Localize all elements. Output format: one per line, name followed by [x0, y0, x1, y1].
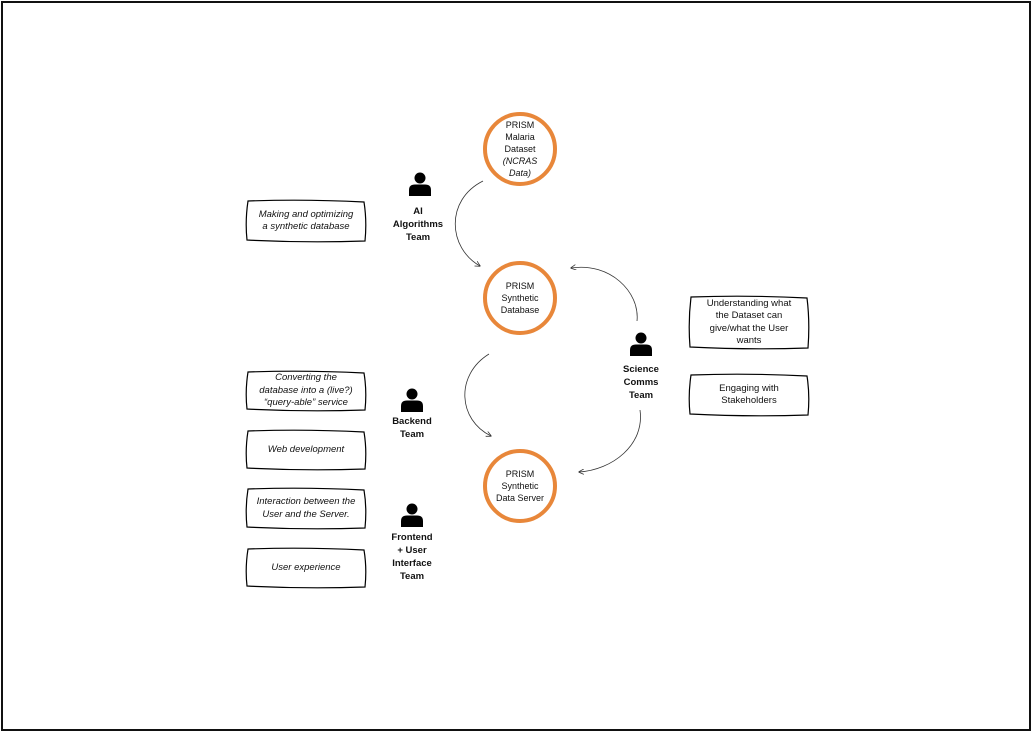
node-text-line: Synthetic	[501, 293, 539, 303]
task-text-line: Web development	[267, 443, 345, 455]
node-text-line: Data)	[508, 168, 531, 178]
task-box-backend-service: Converting the database into a (live?) “…	[245, 370, 367, 412]
team-label-line: Science	[623, 364, 659, 375]
task-box-understanding-dataset: Understanding what the Dataset can give/…	[688, 295, 810, 350]
team-label-line: Backend	[392, 416, 432, 427]
node-text-line: PRISM	[505, 281, 535, 291]
team-label-line: AI	[413, 206, 423, 217]
person-icon	[401, 503, 423, 527]
task-box-user-server-interaction: Interaction between the User and the Ser…	[245, 487, 367, 530]
task-box-engaging-stakeholders: Engaging with Stakeholders	[688, 373, 810, 417]
task-text-line: Engaging with	[719, 382, 779, 394]
task-text-line: give/what the User	[709, 322, 789, 334]
node-text-line: PRISM	[505, 469, 535, 479]
arrow-scicomms-to-server	[579, 409, 641, 472]
team-label-line: Comms	[623, 377, 659, 388]
task-box-user-experience: User experience	[245, 547, 367, 589]
task-text-line: a synthetic database	[262, 221, 350, 232]
arrow-dataset-to-database	[454, 180, 484, 266]
team-label-ai-algorithms: AI Algorithms Team	[383, 205, 453, 244]
task-text-line: Stakeholders	[721, 395, 777, 406]
team-label-line: Frontend	[391, 532, 433, 543]
node-text-line: Dataset	[504, 144, 536, 154]
task-box-ai: Making and optimizing a synthetic databa…	[245, 199, 367, 243]
task-text-line: “query-able” service	[264, 397, 348, 409]
task-text-line: Understanding what	[706, 297, 792, 309]
team-label-science-comms: Science Comms Team	[606, 363, 676, 402]
task-text-line: Converting the	[275, 372, 337, 384]
person-icon	[409, 172, 431, 196]
task-text-line: Interaction between the	[256, 496, 356, 507]
person-icon	[401, 388, 423, 412]
team-label-line: Team	[405, 232, 431, 243]
node-text-line: PRISM	[505, 120, 535, 130]
node-text-line: Database	[500, 305, 540, 315]
team-label-backend: Backend Team	[377, 415, 447, 441]
team-label-line: Team	[628, 390, 654, 401]
node-text-line: Malaria	[505, 132, 535, 142]
team-label-frontend: Frontend + User Interface Team	[377, 531, 447, 583]
team-label-line: + User	[397, 545, 427, 556]
node-synthetic-data-server: PRISM Synthetic Data Server	[483, 449, 557, 523]
task-text-line: Making and optimizing	[258, 208, 354, 220]
node-text-line: Synthetic	[501, 481, 539, 491]
arrow-database-to-server	[464, 353, 491, 436]
team-label-line: Interface	[392, 558, 432, 569]
team-label-line: Team	[399, 429, 425, 440]
task-text-line: database into a (live?)	[259, 384, 353, 396]
team-label-line: Algorithms	[392, 219, 444, 230]
person-icon	[630, 332, 652, 356]
node-text-line: Data Server	[495, 493, 545, 503]
task-text-line: User experience	[271, 561, 341, 573]
arrow-scicomms-to-database	[571, 267, 638, 322]
task-text-line: wants	[736, 335, 762, 346]
node-text-line: (NCRAS	[502, 156, 538, 166]
node-malaria-dataset: PRISM Malaria Dataset (NCRAS Data)	[483, 112, 557, 186]
task-box-web-development: Web development	[245, 429, 367, 471]
team-label-line: Team	[399, 571, 425, 582]
node-synthetic-database: PRISM Synthetic Database	[483, 261, 557, 335]
task-text-line: User and the Server.	[262, 508, 350, 520]
task-text-line: the Dataset can	[715, 310, 783, 321]
